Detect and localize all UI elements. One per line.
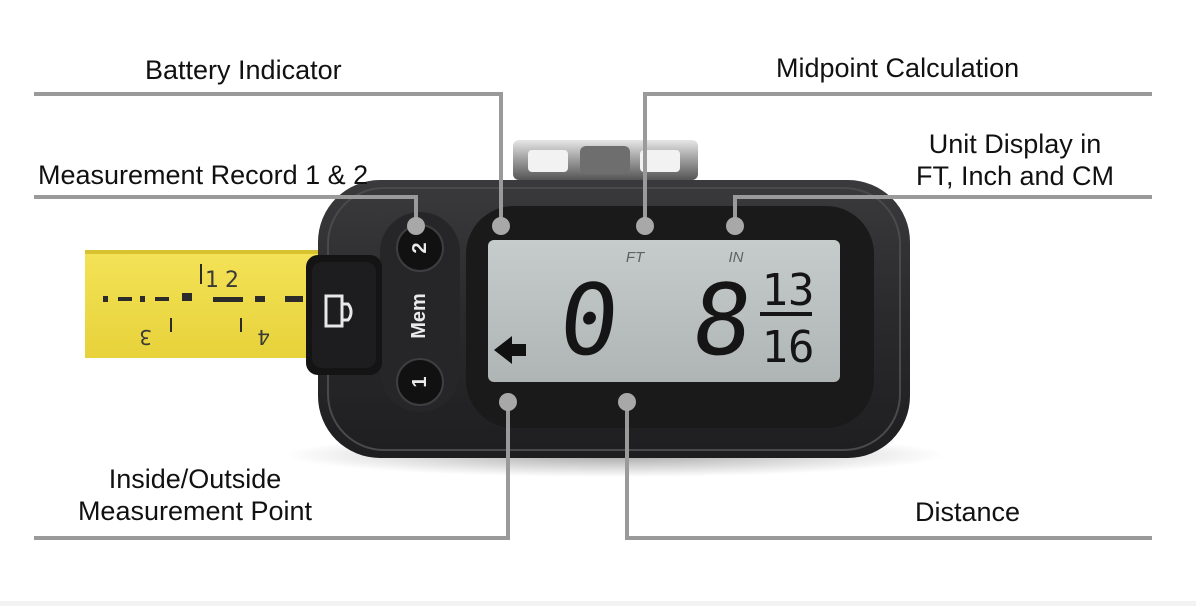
button-panel — [380, 212, 460, 412]
lock-icon — [324, 294, 353, 328]
callout-line-midpoint — [643, 92, 1152, 224]
mem-button-1-label: 1 — [409, 376, 431, 387]
lcd-fraction-bar — [760, 312, 812, 316]
callout-dots — [407, 217, 744, 411]
bottom-strip — [0, 601, 1196, 606]
tape-mark-4: 4 — [257, 325, 270, 349]
callout-dot-record — [407, 217, 425, 235]
arrow-left-icon — [494, 336, 526, 364]
callout-line-inside — [34, 404, 510, 540]
callout-dot-midpoint — [636, 217, 654, 235]
tape-mark-1: 1 — [205, 268, 219, 293]
callout-line-unit — [733, 195, 1152, 224]
lcd-unit-ft: FT — [626, 249, 646, 266]
callout-unit-display: Unit Display in FT, Inch and CM — [880, 128, 1150, 192]
callout-measurement-record: Measurement Record 1 & 2 — [38, 160, 369, 190]
mem-button-2-label: 2 — [409, 242, 431, 253]
callout-battery-indicator: Battery Indicator — [145, 55, 342, 85]
tape-mark-3: 3 — [139, 325, 152, 349]
belt-clip — [513, 140, 698, 180]
tape-blade: 1 2 3 4 — [85, 250, 325, 358]
lock-slider[interactable] — [306, 255, 382, 375]
lcd-fraction-denominator: 16 — [762, 322, 815, 373]
callout-inside-outside-line2: Measurement Point — [77, 496, 313, 526]
tape-mark-2: 2 — [225, 268, 239, 293]
callout-unit-display-line2: FT, Inch and CM — [915, 161, 1115, 191]
callout-inside-outside-line1: Inside/Outside — [108, 464, 282, 494]
callout-line-battery — [34, 92, 503, 224]
mem-button-1[interactable]: 1 — [396, 358, 444, 406]
callout-dot-unit — [726, 217, 744, 235]
callout-lines — [34, 92, 1152, 540]
callout-inside-outside: Inside/Outside Measurement Point — [40, 463, 350, 527]
lcd-unit-in: IN — [729, 249, 744, 266]
lcd-inches-digit: 8 — [687, 264, 758, 378]
lcd-fraction-numerator: 13 — [762, 265, 815, 316]
mem-label: Mem — [408, 293, 430, 339]
lcd-screen: FT IN 0 8 13 16 — [488, 240, 840, 382]
callout-line-distance — [625, 404, 1152, 540]
callout-dot-battery — [492, 217, 510, 235]
callout-line-record — [34, 195, 418, 226]
callout-distance: Distance — [915, 497, 1021, 527]
callout-dot-distance — [618, 393, 636, 411]
callout-dot-inside — [499, 393, 517, 411]
callout-midpoint-calculation: Midpoint Calculation — [776, 53, 1020, 83]
lcd-feet-digit: 0 — [554, 264, 625, 378]
callout-unit-display-line1: Unit Display in — [928, 129, 1102, 159]
